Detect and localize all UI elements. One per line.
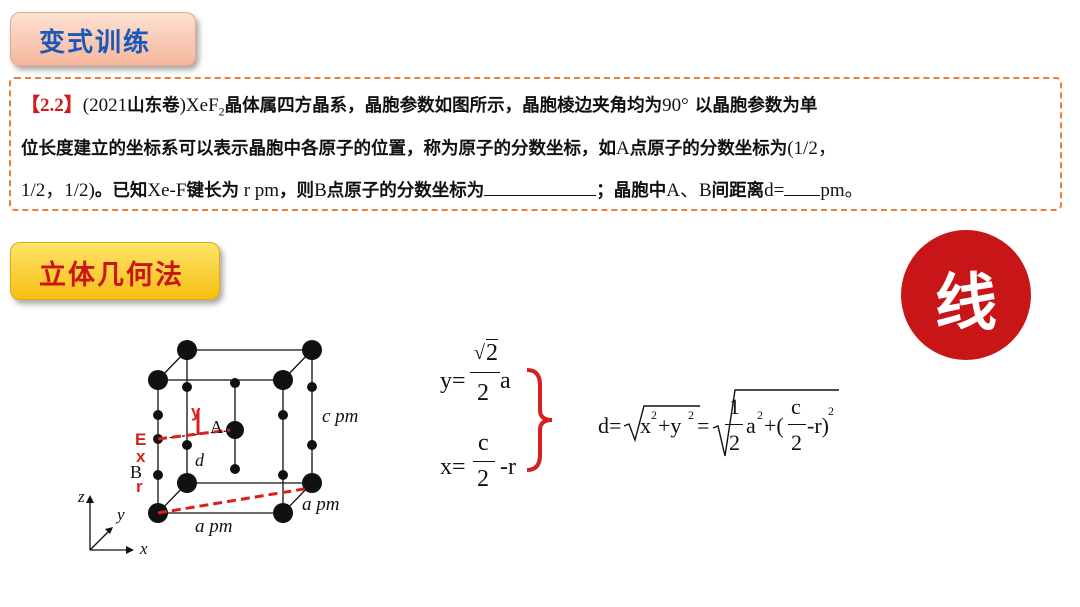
seal-badge: 线 — [901, 230, 1031, 360]
fraction-bar — [788, 424, 806, 425]
formula-y-lhs: y= — [440, 368, 466, 394]
formula-d-x: x — [640, 413, 651, 438]
formula-y-den: 2 — [477, 380, 489, 406]
formula-d-a: a — [746, 413, 756, 438]
text: 以晶胞参数为单 — [688, 96, 818, 116]
formula-x-lhs: x= — [440, 454, 466, 480]
sqrt-sign: √ — [474, 342, 485, 364]
text: 1/2，1/2) — [21, 180, 95, 201]
formula-d-eq: = — [697, 413, 710, 438]
text: (1/2， — [787, 138, 837, 159]
formula-x-den: 2 — [477, 466, 489, 492]
formula-y-sqrt: 2 — [486, 339, 498, 366]
question-number: 【2.2】 — [21, 95, 83, 116]
question-line-2: 位长度建立的坐标系可以表示晶胞中各原子的位置，称为原子的分数坐标，如A点原子的分… — [21, 133, 837, 160]
exp: 2 — [651, 408, 657, 422]
text: 90° — [662, 95, 689, 116]
text: Xe-F — [147, 180, 187, 201]
label-E-red: E — [135, 430, 146, 449]
axis-x-label: x — [139, 539, 148, 558]
question-line-3: 1/2，1/2)。已知Xe-F键长为 r pm，则B点原子的分数坐标为 ；晶胞中A… — [21, 175, 864, 202]
text: 点原子的分数坐标为 — [629, 139, 788, 159]
text: ；晶胞中 — [596, 181, 667, 201]
exp: 2 — [688, 408, 694, 422]
text: d= — [764, 180, 785, 201]
label-y-red: y — [191, 402, 201, 421]
text: )XeF — [179, 95, 219, 116]
section-header-practice-label: 变式训练 — [39, 28, 152, 58]
text: 。已知 — [94, 181, 148, 201]
crystal-cell-diagram: A B d c pm a pm a pm z y x y E x r — [77, 340, 358, 558]
fraction-bar — [725, 424, 743, 425]
text: 晶体属四方晶系，晶胞参数如图所示，晶胞棱边夹角均为 — [224, 96, 663, 116]
section-header-geometry-label: 立体几何法 — [39, 260, 184, 291]
text: A、B — [666, 180, 712, 201]
label-r-red: r — [136, 477, 143, 496]
text: 键长为 — [186, 181, 239, 201]
text: 山东卷 — [127, 96, 180, 116]
seal-char: 线 — [934, 266, 997, 339]
label-c-pm: c pm — [322, 406, 358, 427]
axis-z-label: z — [77, 487, 85, 506]
text: A — [616, 138, 630, 159]
question-box: 【2.2】(2021山东卷)XeF2晶体属四方晶系，晶胞参数如图所示，晶胞棱边夹… — [9, 77, 1062, 211]
fraction-bar — [473, 461, 495, 462]
fraction-bar — [470, 372, 500, 373]
formula-x-tail: -r — [500, 454, 516, 480]
label-a-pm-bottom: a pm — [195, 516, 232, 537]
label-x-red: x — [136, 447, 146, 466]
label-A: A — [210, 417, 223, 437]
formula-d-c: c — [791, 394, 801, 419]
section-header-practice: 变式训练 — [10, 12, 196, 66]
curly-brace — [526, 368, 553, 472]
answer-blank-d[interactable] — [784, 195, 821, 196]
answer-blank-b[interactable] — [484, 195, 597, 196]
formula-d-plus-paren: +( — [764, 413, 784, 438]
formula-d-minus-r: -r) — [807, 413, 829, 438]
text: r pm — [238, 180, 280, 201]
text: B — [314, 180, 327, 201]
formula-d-plus-y: +y — [658, 413, 682, 438]
question-line-1: 【2.2】(2021山东卷)XeF2晶体属四方晶系，晶胞参数如图所示，晶胞棱边夹… — [21, 90, 817, 120]
text: pm。 — [820, 180, 864, 201]
text: (2021 — [82, 95, 128, 116]
formula-d-half-den: 2 — [729, 430, 740, 455]
label-a-pm-right: a pm — [302, 494, 339, 515]
text: 间距离 — [711, 181, 765, 201]
sqrt-sign — [623, 405, 700, 442]
text: 2 — [218, 104, 225, 119]
text: ，则 — [279, 181, 315, 201]
section-header-geometry: 立体几何法 — [10, 242, 220, 300]
label-B: B — [130, 462, 142, 482]
axis-y-label: y — [115, 505, 125, 524]
formula-d-half-num: 1 — [729, 394, 740, 419]
sqrt-sign-large — [712, 389, 839, 457]
formula-d-c-den: 2 — [791, 430, 802, 455]
label-d: d — [195, 450, 205, 470]
formula-x-num: c — [478, 430, 489, 456]
exp: 2 — [828, 404, 834, 418]
formula-d-lhs: d= — [598, 413, 622, 438]
text: 位长度建立的坐标系可以表示晶胞中各原子的位置，称为原子的分数坐标，如 — [21, 139, 616, 159]
exp: 2 — [757, 408, 763, 422]
formula-y-var: a — [500, 368, 511, 394]
text: 点原子的分数坐标为 — [326, 181, 485, 201]
